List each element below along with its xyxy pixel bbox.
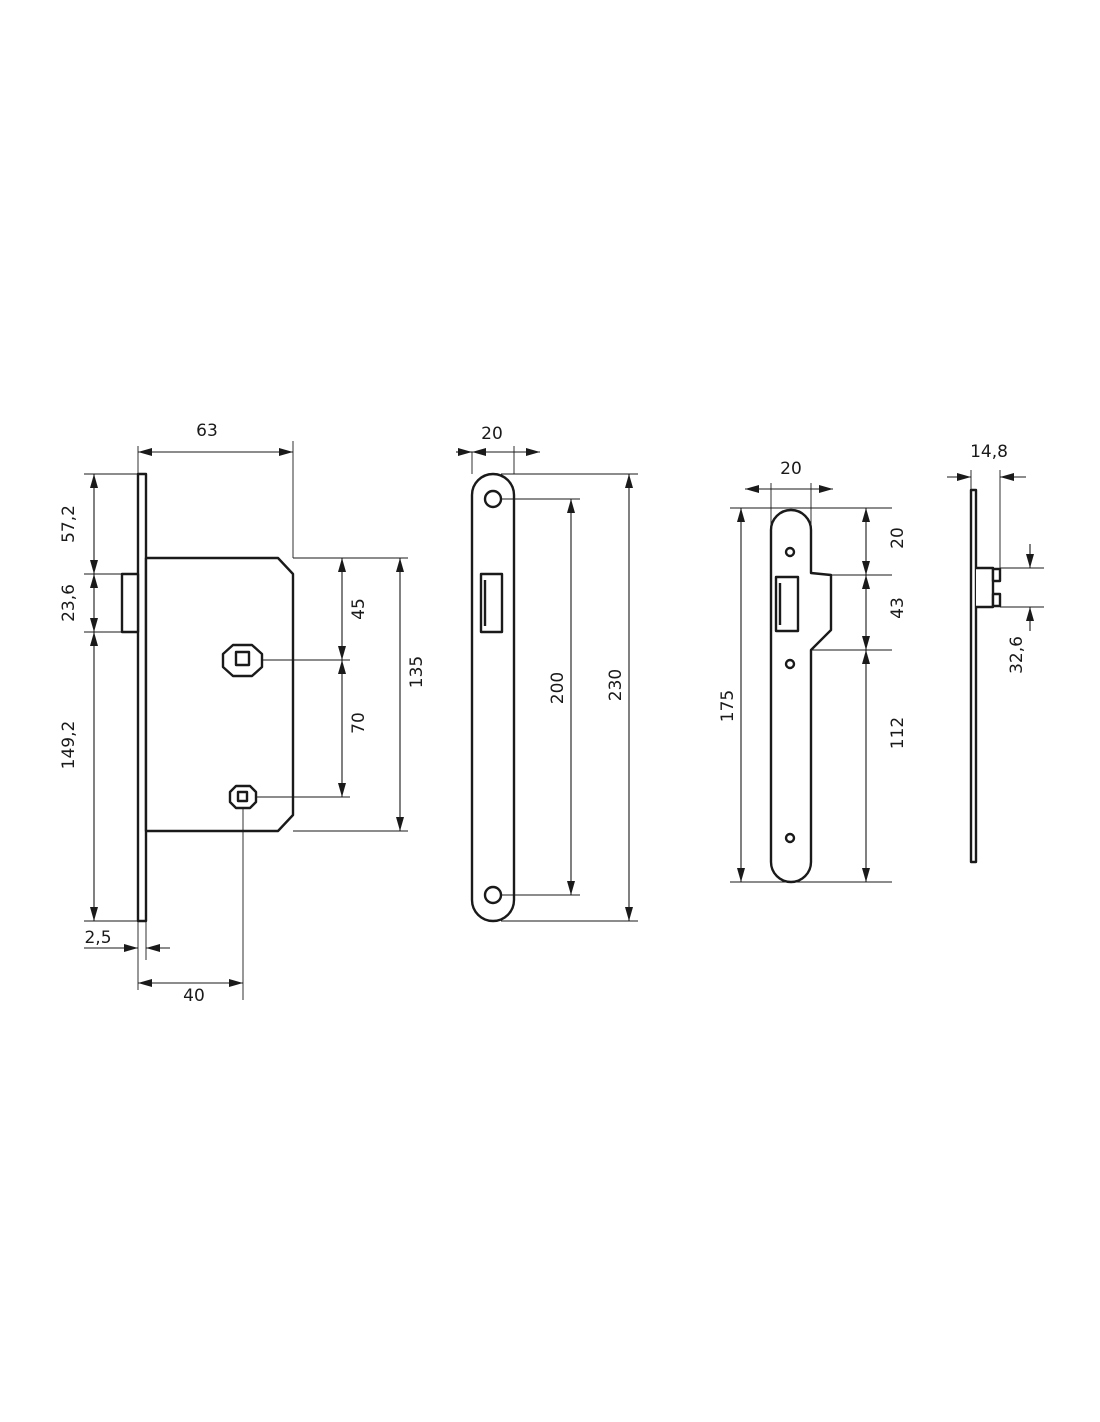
dim-backset: 40 — [183, 986, 205, 1006]
faceplate-view: 20 200 230 — [456, 424, 638, 923]
lock-dimension-lines — [84, 448, 404, 987]
profile-plate — [969, 488, 978, 864]
strike-bottom-hole — [784, 832, 796, 844]
dim-profile-depth: 14,8 — [970, 442, 1008, 462]
faceplate-extension-lines — [456, 446, 638, 922]
faceplate-dimension-lines — [456, 448, 633, 921]
profile-extension-lines — [970, 470, 1044, 608]
dim-faceplate-width: 20 — [481, 424, 503, 444]
faceplate-bottom-hole — [483, 885, 503, 905]
faceplate-body — [470, 472, 516, 923]
faceplate-top-hole — [483, 489, 503, 509]
profile-dimension-lines — [947, 473, 1034, 631]
dim-strike-width: 20 — [780, 459, 802, 479]
dim-lock-width: 63 — [196, 421, 218, 441]
dim-faceplate-top: 57,2 — [59, 505, 79, 543]
faceplate-latch-opening — [479, 572, 504, 634]
dim-spindle-to-key: 70 — [349, 712, 369, 734]
strike-plate-view: 20 20 43 112 175 — [718, 459, 908, 884]
dim-strike-length: 175 — [718, 690, 738, 722]
dim-strike-opening: 43 — [888, 597, 908, 619]
lock-case — [144, 556, 295, 833]
profile-return — [976, 566, 995, 609]
latch-bolt — [120, 572, 140, 634]
dim-latch-height: 23,6 — [59, 584, 79, 622]
strike-dimension-lines — [737, 485, 870, 882]
mortise-lock-view: 63 57,2 23,6 149,2 45 70 135 2,5 40 — [59, 421, 427, 1006]
strike-top-hole — [784, 546, 796, 558]
dim-faceplate-thickness: 2,5 — [84, 928, 111, 948]
dim-profile-offset: 32,6 — [1007, 636, 1027, 674]
dim-strike-bottom: 112 — [888, 717, 908, 749]
dim-case-height: 135 — [407, 656, 427, 688]
strike-middle-hole — [784, 658, 796, 670]
profile-tab-bottom — [991, 592, 1002, 608]
dim-spindle-to-latch: 45 — [349, 598, 369, 620]
dim-faceplate-length: 230 — [606, 669, 626, 701]
strike-opening — [774, 575, 800, 633]
strike-plate-body — [769, 508, 833, 884]
dim-faceplate-hole-spacing: 200 — [548, 672, 568, 704]
strike-profile-view: 14,8 32,6 — [947, 442, 1044, 864]
dim-latch-to-bottom: 149,2 — [59, 721, 79, 770]
profile-tab-top — [991, 567, 1002, 583]
dim-strike-top: 20 — [888, 527, 908, 549]
spindle-square — [234, 650, 251, 667]
key-square — [236, 790, 249, 803]
